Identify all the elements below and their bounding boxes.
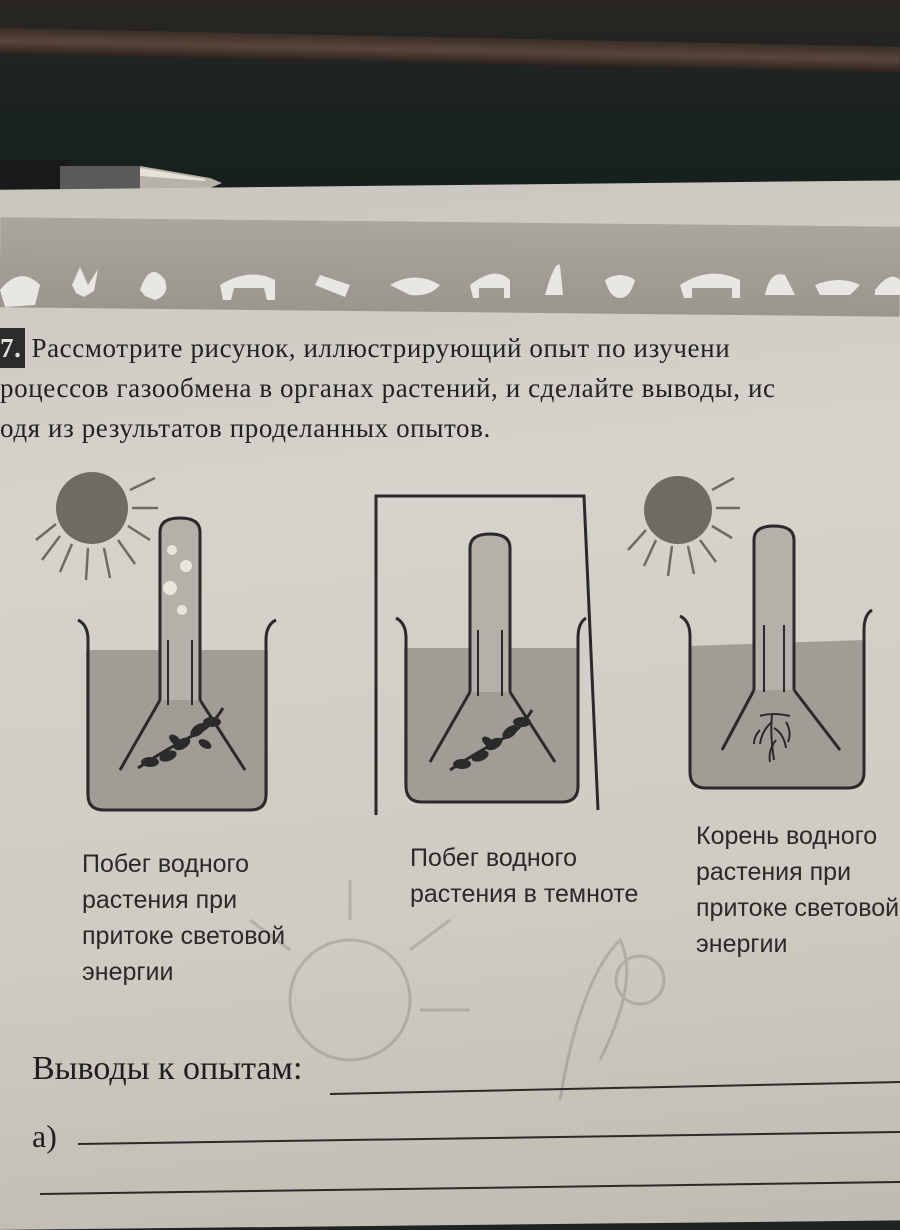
- dark-cover: [374, 494, 600, 815]
- caption-root-light: Корень водного растения при притоке свет…: [696, 822, 900, 958]
- answer-lines: [39, 1081, 900, 1195]
- task-line-1: 7.Рассмотрите рисунок, иллюстрирующий оп…: [0, 328, 900, 368]
- caption-shoot-dark: Побег водного растения в темноте: [410, 844, 639, 908]
- aquatic-plant-icon: [449, 709, 534, 772]
- conclusion-title: Выводы к опытам:: [32, 1050, 303, 1087]
- caption-shoot-light: Побег водного растения при притоке свето…: [82, 850, 286, 986]
- root-icon: [753, 713, 791, 763]
- sun-rays: [627, 476, 740, 577]
- conclusion-item-a: а): [32, 1118, 57, 1154]
- experiment-3-root-light: [627, 476, 873, 790]
- sun-rays: [35, 476, 158, 581]
- animal-silhouettes-decoration: [0, 264, 900, 307]
- experiment-1-shoot-light: [35, 472, 277, 812]
- experiment-illustration: [35, 472, 873, 815]
- task-number: 7.: [0, 328, 26, 368]
- task-line-3: одя из результатов проделанных опытов.: [0, 413, 491, 443]
- aquatic-plant-icon: [137, 707, 225, 770]
- sun-icon: [56, 472, 128, 544]
- sun-icon: [644, 476, 712, 544]
- task-text: 7.Рассмотрите рисунок, иллюстрирующий оп…: [0, 328, 900, 448]
- bleed-through-drawing: [249, 880, 666, 1101]
- task-line-2: роцессов газообмена в органах растений, …: [0, 373, 776, 403]
- experiment-2-shoot-dark: [374, 494, 600, 815]
